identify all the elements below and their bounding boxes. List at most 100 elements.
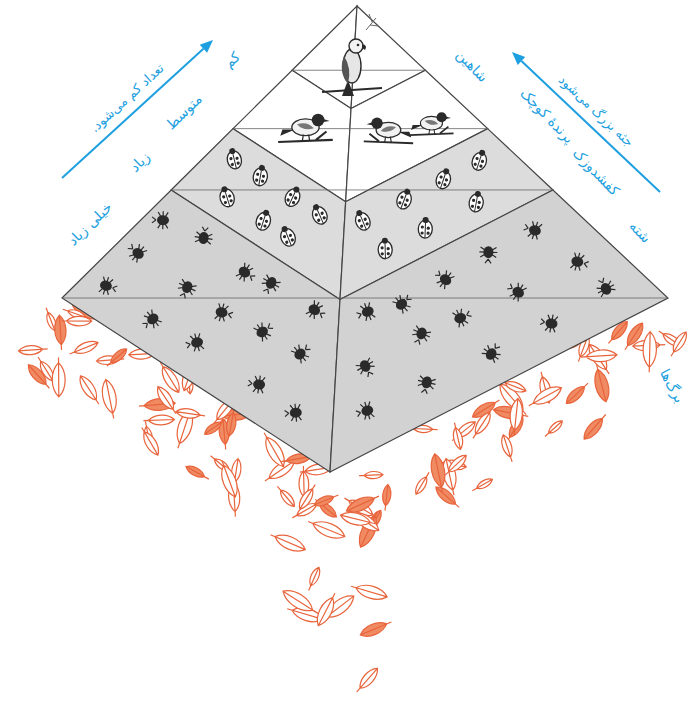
ladybug [378,238,393,259]
leaf [313,491,340,508]
ladybug-spot [357,219,361,223]
ladybug [225,147,243,171]
aphid [354,301,376,324]
aphid-body [130,246,146,261]
aphid [290,340,315,365]
aphid [409,324,432,347]
aphid-legs [481,340,505,363]
leaf [216,458,241,499]
ladybug-spot [479,164,483,168]
ladybug-body [282,187,302,209]
aphid-legs [416,375,437,395]
ladybug-line [385,244,386,259]
aphid-body [214,306,228,319]
aphid-body [599,281,613,296]
aphid [431,266,455,291]
ladybug [352,208,373,233]
bird-wing [381,126,396,132]
ladybug-spot [471,204,475,208]
ladybug-body [278,226,298,248]
leaf [154,384,181,417]
ladybug-spot [400,195,404,199]
bird-head [312,114,325,127]
back-line [233,128,488,129]
aphid [258,273,282,297]
aphid-body [252,379,265,391]
aphid-legs [152,211,169,229]
ladybug-spot [228,194,232,198]
leaf [54,315,67,350]
aphid-legs [431,266,455,290]
aphid-legs [570,252,590,274]
aphid-group [98,211,617,423]
leaf [353,665,381,695]
small-bird [278,114,333,142]
ladybug-spot [477,201,481,205]
aphid [479,246,498,264]
organism-label: شته [626,218,654,247]
leaf [621,320,647,352]
aphid-body [292,346,308,361]
hawk-head [349,39,363,53]
aphid-body [264,275,279,290]
ladybug-spot [472,199,476,203]
ladybug-spot [363,217,367,221]
aphid [391,290,416,315]
ladybug-spot [263,224,267,228]
pyramid-band [330,190,668,472]
bird-legs [302,135,309,141]
leaf [358,617,393,640]
ladybug [217,184,237,208]
aphid-legs [214,302,234,324]
leaf [76,373,104,407]
ladybug-spot [387,247,390,250]
ladybug-head [281,225,289,233]
bird-head [437,112,447,122]
aphid [98,275,120,297]
organism-label: شاهین [453,46,492,85]
ladybug [254,208,274,232]
ladybug-spot [223,201,227,205]
bird-legs [385,137,392,143]
ladybug-spot [426,232,429,235]
ladybug [468,190,486,213]
ladybug-spot [320,211,324,215]
ladybug-line [233,154,236,169]
aphid [284,403,302,422]
aphid-body [483,246,493,258]
ladybug-line [259,171,262,186]
aphid-body [545,318,559,330]
ladybug-spot [259,217,263,221]
ladybug-line [317,210,323,224]
aphid-body [360,305,375,319]
ladybug-body [394,189,413,211]
ladybug-spot [288,233,292,237]
ladybug-spot [264,219,268,223]
leaf [52,358,65,397]
ladybug-spot [229,157,233,161]
aphid [194,226,214,246]
leaf [61,316,91,326]
ladybug-spot [229,199,233,203]
aphid [354,400,375,422]
ladybug-spot [289,192,293,196]
leaf [104,346,129,369]
aphid-legs [354,301,375,324]
aphid-legs [305,299,328,323]
leaf [450,422,464,451]
aphid-legs [235,262,258,286]
aphid-body [180,280,194,295]
aphid [252,318,276,342]
ladybug-spot [314,213,318,217]
leaf [580,411,609,442]
aphid-body [394,297,410,312]
ladybug-spot [282,235,286,239]
leaf [508,398,524,436]
ladybug-spot [256,172,260,176]
ladybug-body [353,210,373,232]
ladybug-body [434,169,453,191]
aphid-body [157,215,169,225]
ladybug [282,184,304,209]
